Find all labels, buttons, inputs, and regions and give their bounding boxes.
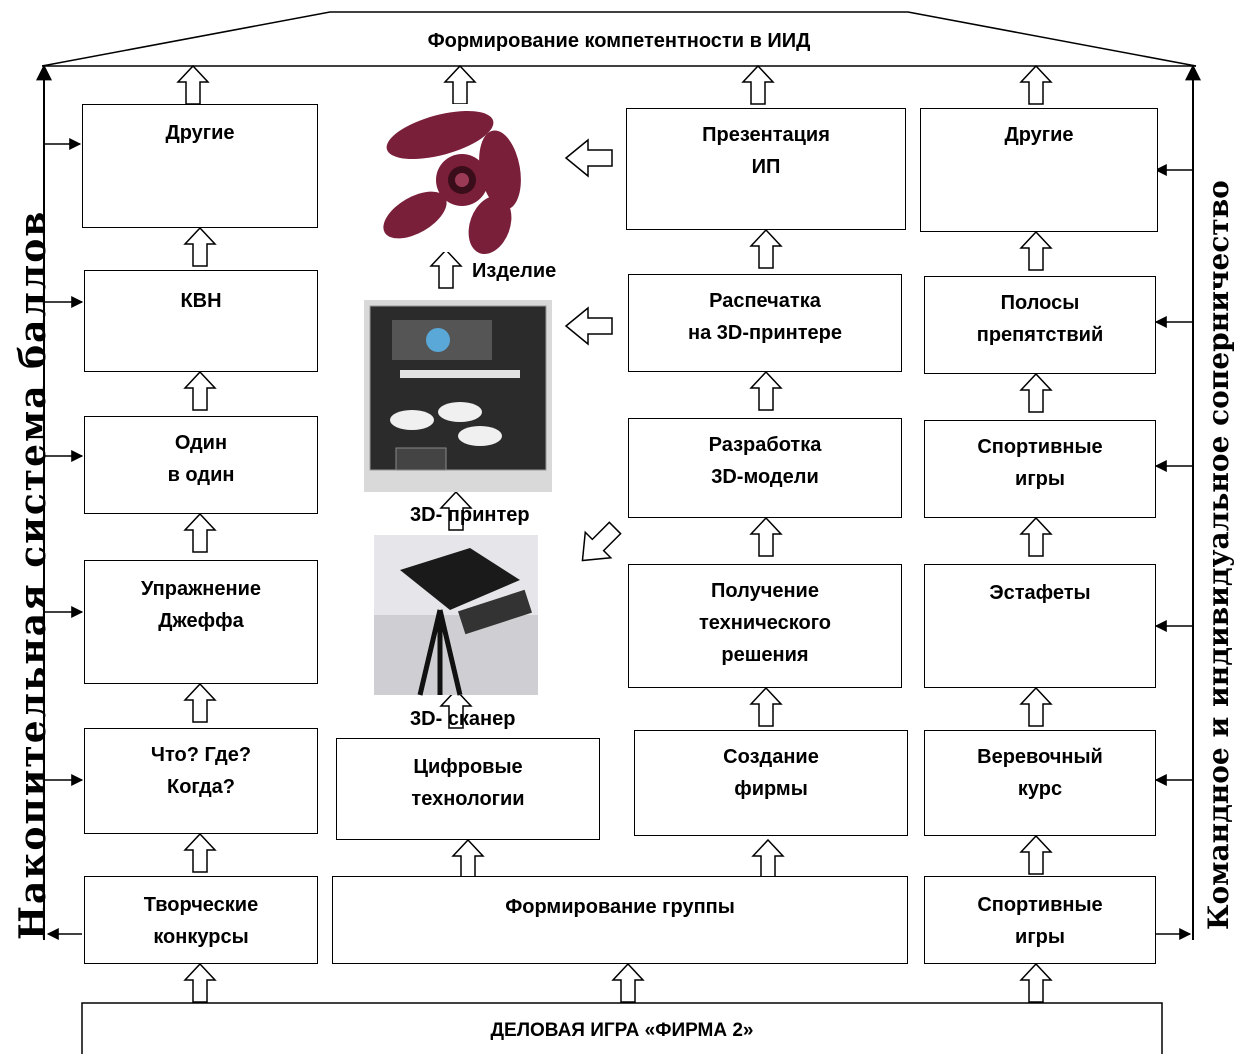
hollow-up-arrow xyxy=(183,226,217,267)
hollow-up-arrow xyxy=(183,962,217,1003)
hollow-up-arrow xyxy=(439,688,473,729)
hollow-up-arrow xyxy=(1019,516,1053,557)
col4-others: Другие xyxy=(920,108,1158,232)
col1-one-on-one: Один в один xyxy=(84,416,318,514)
hollow-up-arrow xyxy=(1019,372,1053,413)
hollow-up-arrow xyxy=(183,682,217,723)
col1-creative-contests: Творческие конкурсы xyxy=(84,876,318,964)
hollow-up-arrow xyxy=(1019,962,1053,1003)
printer-label: 3D- принтер xyxy=(410,504,530,526)
col4-obstacle-course: Полосы препятствий xyxy=(924,276,1156,374)
col1-others: Другие xyxy=(82,104,318,228)
3d-scanner-image xyxy=(374,535,538,696)
hollow-up-arrow xyxy=(183,832,217,873)
bottom-base-frame xyxy=(81,1002,1163,1054)
hollow-up-arrow xyxy=(749,516,783,557)
hollow-up-arrow xyxy=(741,64,775,105)
hollow-up-arrow xyxy=(749,370,783,411)
col1-jeff-exercise: Упражнение Джеффа xyxy=(84,560,318,684)
hollow-up-arrows xyxy=(176,64,1053,1003)
scanner-label: 3D- сканер xyxy=(410,708,516,730)
col3-presentation: Презентация ИП xyxy=(626,108,906,230)
col3-technical-solution: Получение технического решения xyxy=(628,564,902,688)
hollow-up-arrow xyxy=(1019,834,1053,875)
hollow-up-arrow xyxy=(451,838,485,879)
col1-what-where-when: Что? Где? Когда? xyxy=(84,728,318,834)
hollow-up-arrow xyxy=(183,512,217,553)
hollow-up-arrow xyxy=(443,64,477,105)
col2-digital-tech: Цифровые технологии xyxy=(336,738,600,840)
hollow-up-arrow xyxy=(1019,64,1053,105)
group-formation-box: Формирование группы xyxy=(332,876,908,964)
hollow-up-arrow xyxy=(749,228,783,269)
col4-sport-games: Спортивные игры xyxy=(924,420,1156,518)
right-arrows xyxy=(1154,164,1193,940)
roof-outline xyxy=(41,11,1197,67)
hollow-up-arrow xyxy=(1019,230,1053,271)
propeller-image xyxy=(372,104,542,255)
col1-kvn: КВН xyxy=(84,270,318,372)
col3-company-creation: Создание фирмы xyxy=(634,730,908,836)
hollow-up-arrow xyxy=(611,962,645,1003)
3d-printer-image xyxy=(364,300,552,492)
hollow-up-arrow xyxy=(429,248,463,289)
hollow-left-arrows xyxy=(564,138,622,562)
business-game-title: ДЕЛОВАЯ ИГРА «ФИРМА 2» xyxy=(490,1020,754,1041)
hollow-up-arrow xyxy=(183,370,217,411)
left-vertical-label: Накопительная система баллов xyxy=(12,209,54,940)
col3-3d-model: Разработка 3D-модели xyxy=(628,418,902,518)
hollow-up-arrow xyxy=(751,838,785,879)
hollow-up-arrow xyxy=(749,686,783,727)
hollow-up-arrow xyxy=(176,64,210,105)
col3-3d-print: Распечатка на 3D-принтере xyxy=(628,274,902,372)
product-label: Изделие xyxy=(472,260,557,282)
roof-title: Формирование компетентности в ИИД xyxy=(427,30,811,52)
hollow-up-arrow xyxy=(439,490,473,531)
hollow-up-arrow xyxy=(1019,686,1053,727)
col4-relays: Эстафеты xyxy=(924,564,1156,688)
col4-sport-games-bottom: Спортивные игры xyxy=(924,876,1156,964)
col4-rope-course: Веревочный курс xyxy=(924,730,1156,836)
right-vertical-label: Командное и индивидуальное соперничество xyxy=(1202,180,1235,930)
left-arrows xyxy=(44,138,84,940)
